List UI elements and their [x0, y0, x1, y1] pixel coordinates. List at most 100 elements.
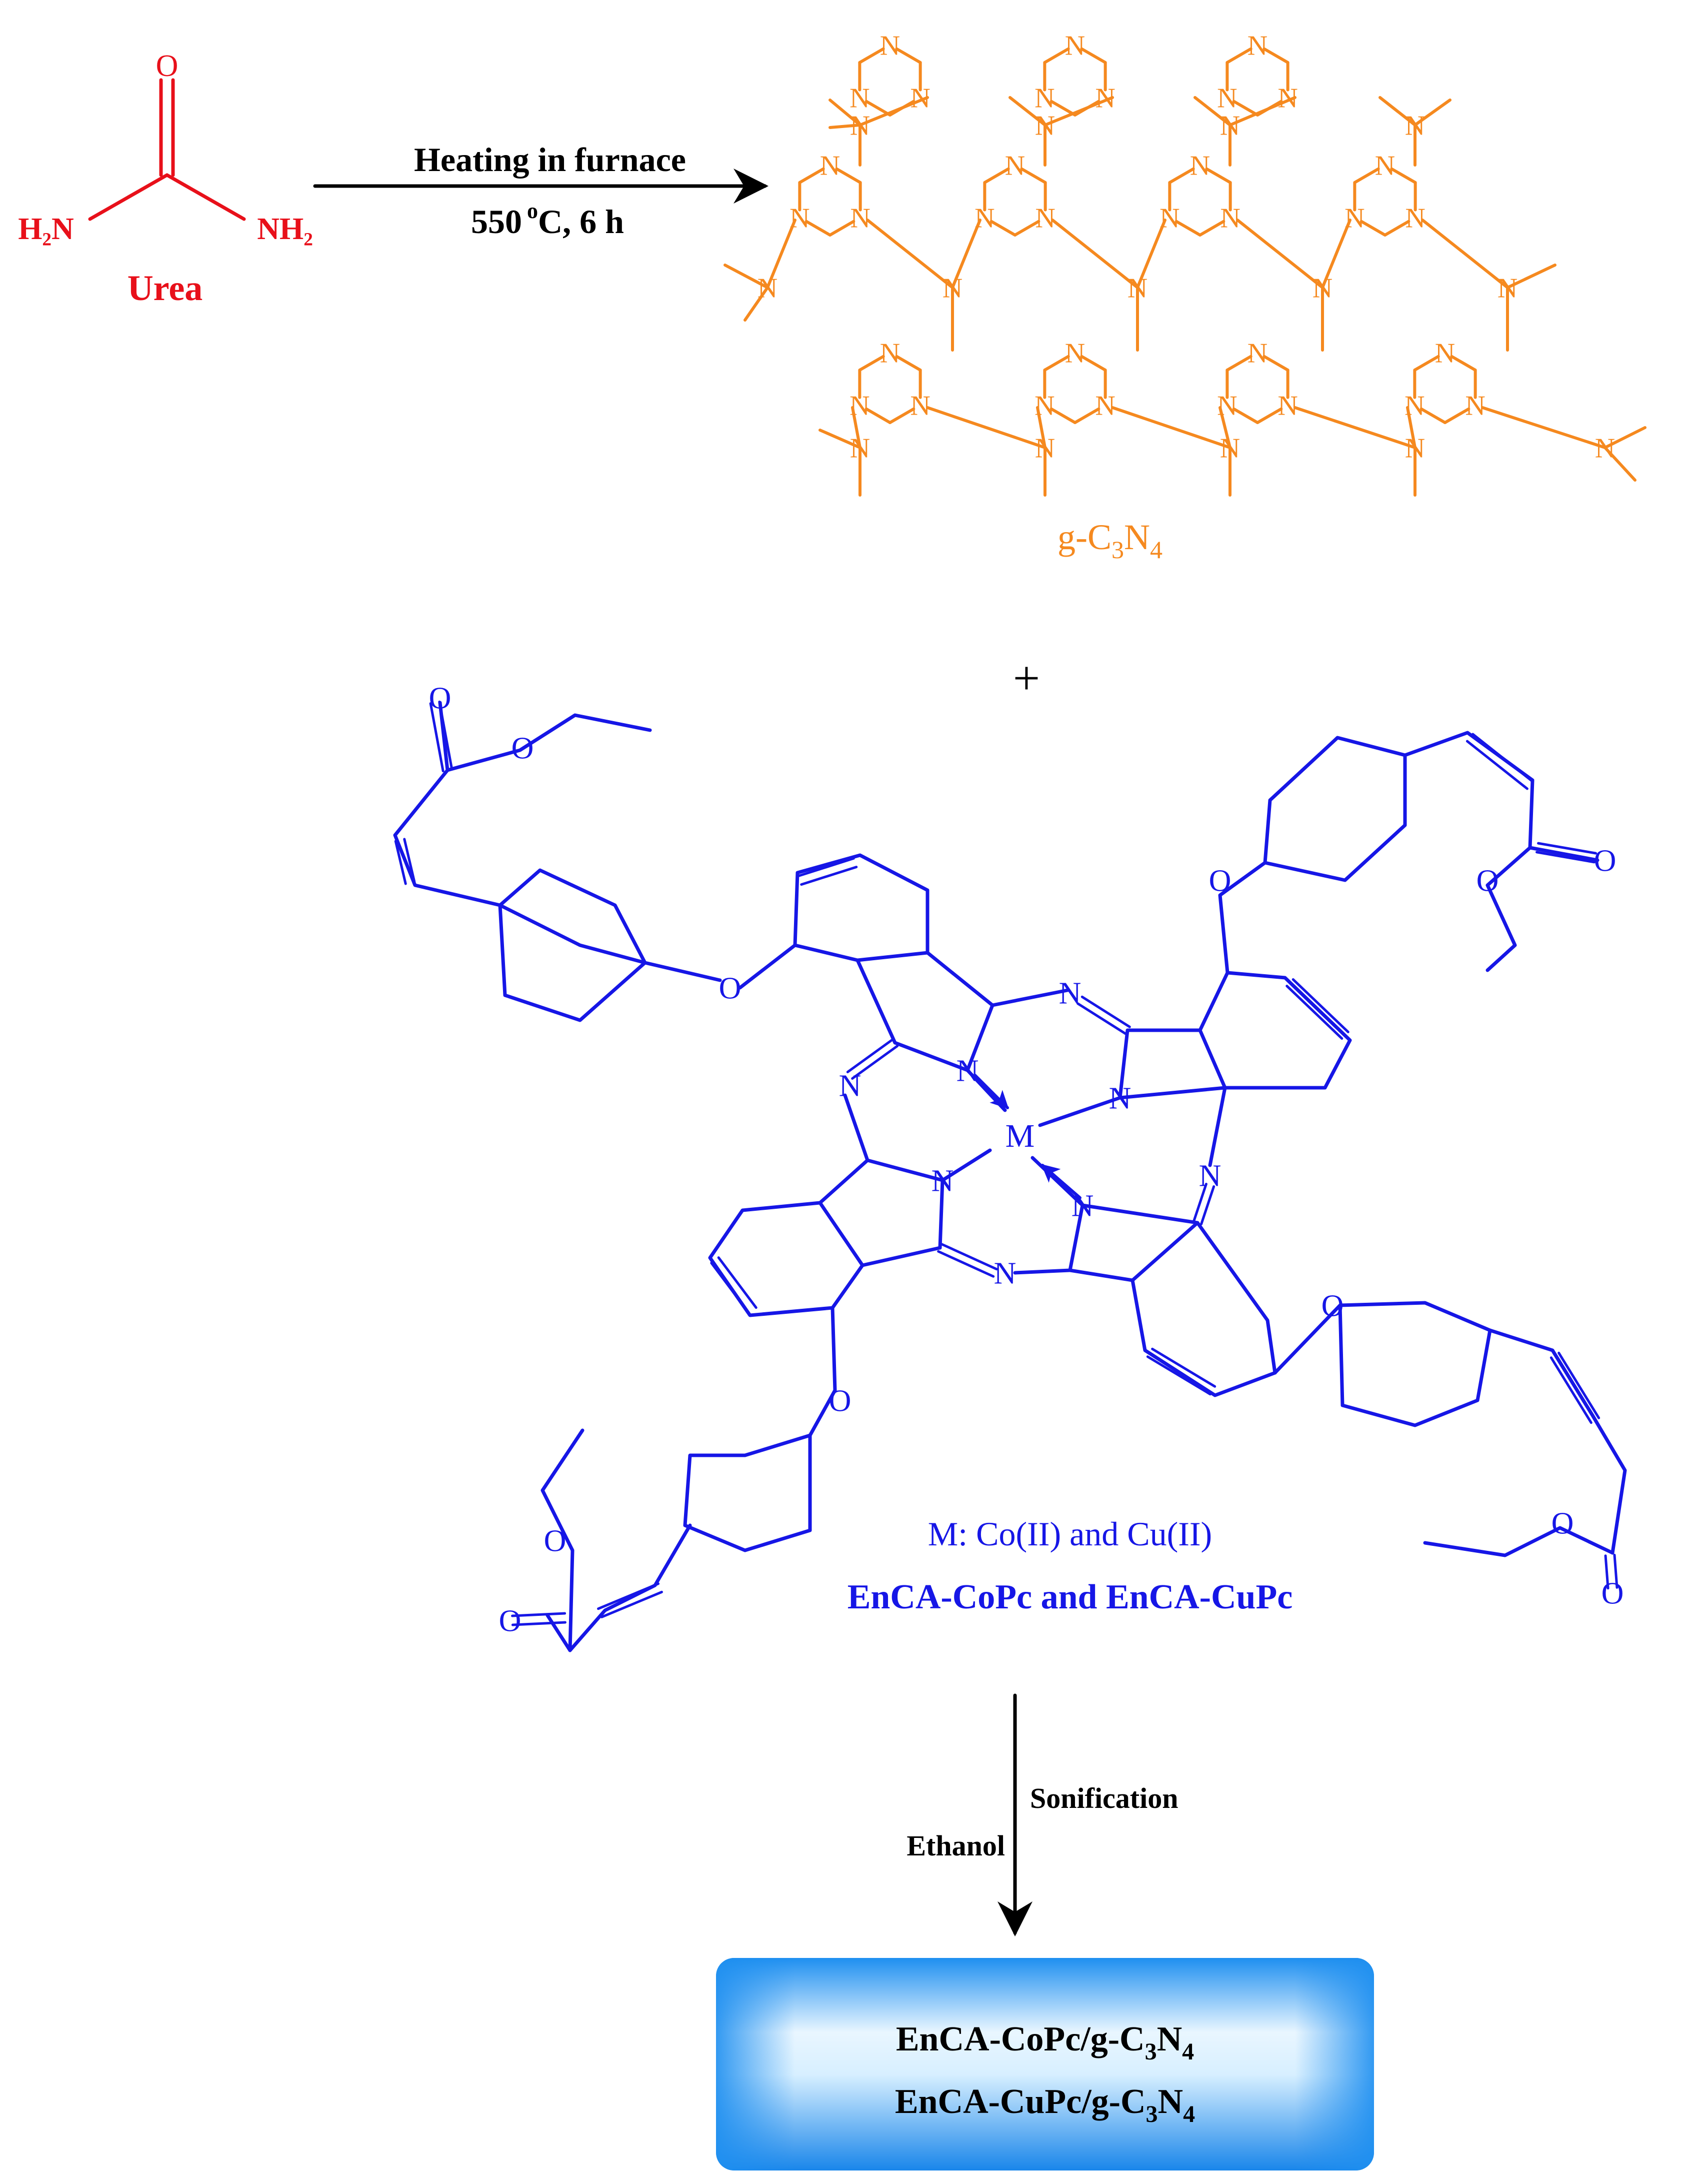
gcn-ring-nitrogen: N	[1035, 203, 1055, 234]
gcn-link-bond	[1044, 96, 1114, 127]
gcn-ring-bond	[858, 355, 885, 372]
gcn-ring-bond	[990, 220, 1016, 237]
pc-oxygen: O	[1322, 1289, 1344, 1323]
pc-aryl-tr	[1218, 736, 1407, 975]
pc-nitrogen: N	[994, 1257, 1016, 1291]
gcn-link-bond	[1051, 219, 1139, 289]
pc-nitrogen: N	[1109, 1082, 1132, 1116]
gcn-link-bond	[766, 219, 796, 289]
gcn-ring-bond	[1450, 355, 1477, 372]
pc-benzo-double	[710, 1261, 750, 1314]
pc-carbonyl-double	[438, 700, 454, 771]
gcn-label-mid: N	[1124, 517, 1150, 557]
product-line-2: EnCA-CuPc/g-C3N4	[895, 2082, 1195, 2127]
urea-nh2-left: H₂N	[18, 212, 74, 246]
pc-metal-line: M: Co(II) and Cu(II)	[928, 1515, 1212, 1553]
pc-oxygen: O	[829, 1384, 852, 1418]
pc-carbonyl-double	[1613, 1553, 1618, 1589]
urea-label: Urea	[128, 268, 203, 308]
pc-alkene-double	[597, 1582, 660, 1610]
pc-ester-bl	[540, 1428, 584, 1652]
gcn-ring-bond	[1226, 47, 1252, 64]
gcn-link-bond	[866, 219, 954, 289]
pc-ester-tl	[446, 713, 652, 772]
pc-benzo-double	[1286, 985, 1344, 1040]
pc-nitrogen: N	[1059, 977, 1082, 1011]
pc-chain-tr	[1403, 731, 1600, 862]
gcn-link-bond	[1604, 426, 1646, 449]
gcn-ring-bond	[1043, 47, 1070, 64]
pc-alkene-double	[1472, 733, 1534, 783]
product-line1-mid: N	[1157, 2020, 1182, 2058]
gcn-link-bond	[951, 219, 982, 289]
gcn-ring-bond	[1226, 355, 1252, 372]
product-line2-prefix: EnCA-CuPc/g-C	[895, 2082, 1146, 2121]
sonification-label: Sonification	[1030, 1782, 1178, 1814]
gcn-ring-nitrogen: N	[880, 338, 900, 369]
pc-chain-bl	[546, 1523, 692, 1652]
gcn-ring-bond	[895, 355, 922, 372]
gcn-ring-bond	[804, 220, 832, 237]
gcn-link-bond	[1111, 406, 1232, 449]
pc-meso-bond	[1192, 1182, 1208, 1223]
gcn-link-bond	[1414, 99, 1452, 127]
gcn-link-bond	[828, 99, 862, 127]
pc-aryl-br	[1273, 1301, 1492, 1427]
pc-alkene-double	[1466, 740, 1528, 790]
pc-oxygen: O	[499, 1604, 522, 1638]
gcn-ring-bond	[1080, 47, 1107, 64]
pc-benzo-3	[708, 1201, 864, 1317]
gcn-ring-bond	[1174, 220, 1202, 237]
pc-meso-bond	[937, 1250, 995, 1278]
pc-arm-tl	[498, 903, 722, 982]
pc-nitrogen: N	[839, 1069, 862, 1103]
pc-oxygen: O	[1476, 864, 1499, 898]
pc-carbonyl-double	[429, 702, 444, 773]
gcn-ring-bond	[1360, 220, 1386, 237]
gcn-link-bond	[1481, 406, 1606, 449]
gcn-ring-bond	[1444, 407, 1470, 424]
gcn-ring-nitrogen: N	[820, 151, 840, 182]
pc-chain-br	[1488, 1328, 1627, 1555]
pc-aryl-tl	[498, 868, 647, 1022]
pc-benzo-double	[1146, 1355, 1212, 1396]
gcn-ring-bond	[1413, 355, 1440, 372]
gcn-link-bond	[1406, 406, 1416, 449]
pc-isoindole-2	[1118, 1028, 1227, 1100]
gcn-ring-bond	[858, 47, 885, 64]
gcn-ring-bond	[1232, 100, 1259, 117]
pc-alkene-double	[1550, 1356, 1592, 1424]
gcn-ring-bond	[983, 167, 1010, 184]
gcn-link-bond	[926, 406, 1046, 449]
pc-oxygen: O	[1594, 844, 1616, 878]
gcn-ring-bond	[1168, 167, 1195, 184]
product-line-1: EnCA-CoPc/g-C3N4	[896, 2020, 1194, 2065]
temp-value: 550	[471, 203, 522, 241]
product-line2-sub3: 3	[1146, 2101, 1158, 2127]
pc-oxygen: O	[1209, 864, 1232, 898]
gcn-ring-nitrogen: N	[1375, 151, 1395, 182]
gcn-label-sub2: 4	[1150, 536, 1162, 564]
pc-chain-tl	[393, 701, 502, 907]
pc-nitrogen: N	[1199, 1159, 1222, 1193]
temp-degree: o	[527, 199, 538, 223]
pc-isoindole-3	[818, 1158, 944, 1267]
gcn-ring-bond	[1262, 355, 1290, 372]
pc-meso-bond	[940, 1243, 998, 1271]
pc-ring-bond	[1118, 1086, 1227, 1100]
urea-nh2-right: NH₂	[257, 212, 313, 246]
product-line1-prefix: EnCA-CoPc/g-C	[896, 2020, 1145, 2058]
pc-benzo-double	[1292, 978, 1350, 1033]
gcn-ring-nitrogen: N	[1405, 203, 1425, 234]
pc-alkene-double	[1558, 1351, 1600, 1419]
gcn-ring-nitrogen: N	[1034, 391, 1054, 422]
gcn-ring-nitrogen: N	[910, 391, 930, 422]
urea-oxygen: O	[156, 49, 178, 83]
gcn-ring-nitrogen: N	[1435, 338, 1455, 369]
gcn-link-bond	[744, 286, 769, 322]
pc-nitrogen: N	[956, 1054, 979, 1088]
condition-heating: Heating in furnace	[414, 141, 686, 179]
pc-meso-bond	[990, 988, 1070, 1007]
pc-dative-arrow	[1041, 1164, 1082, 1199]
